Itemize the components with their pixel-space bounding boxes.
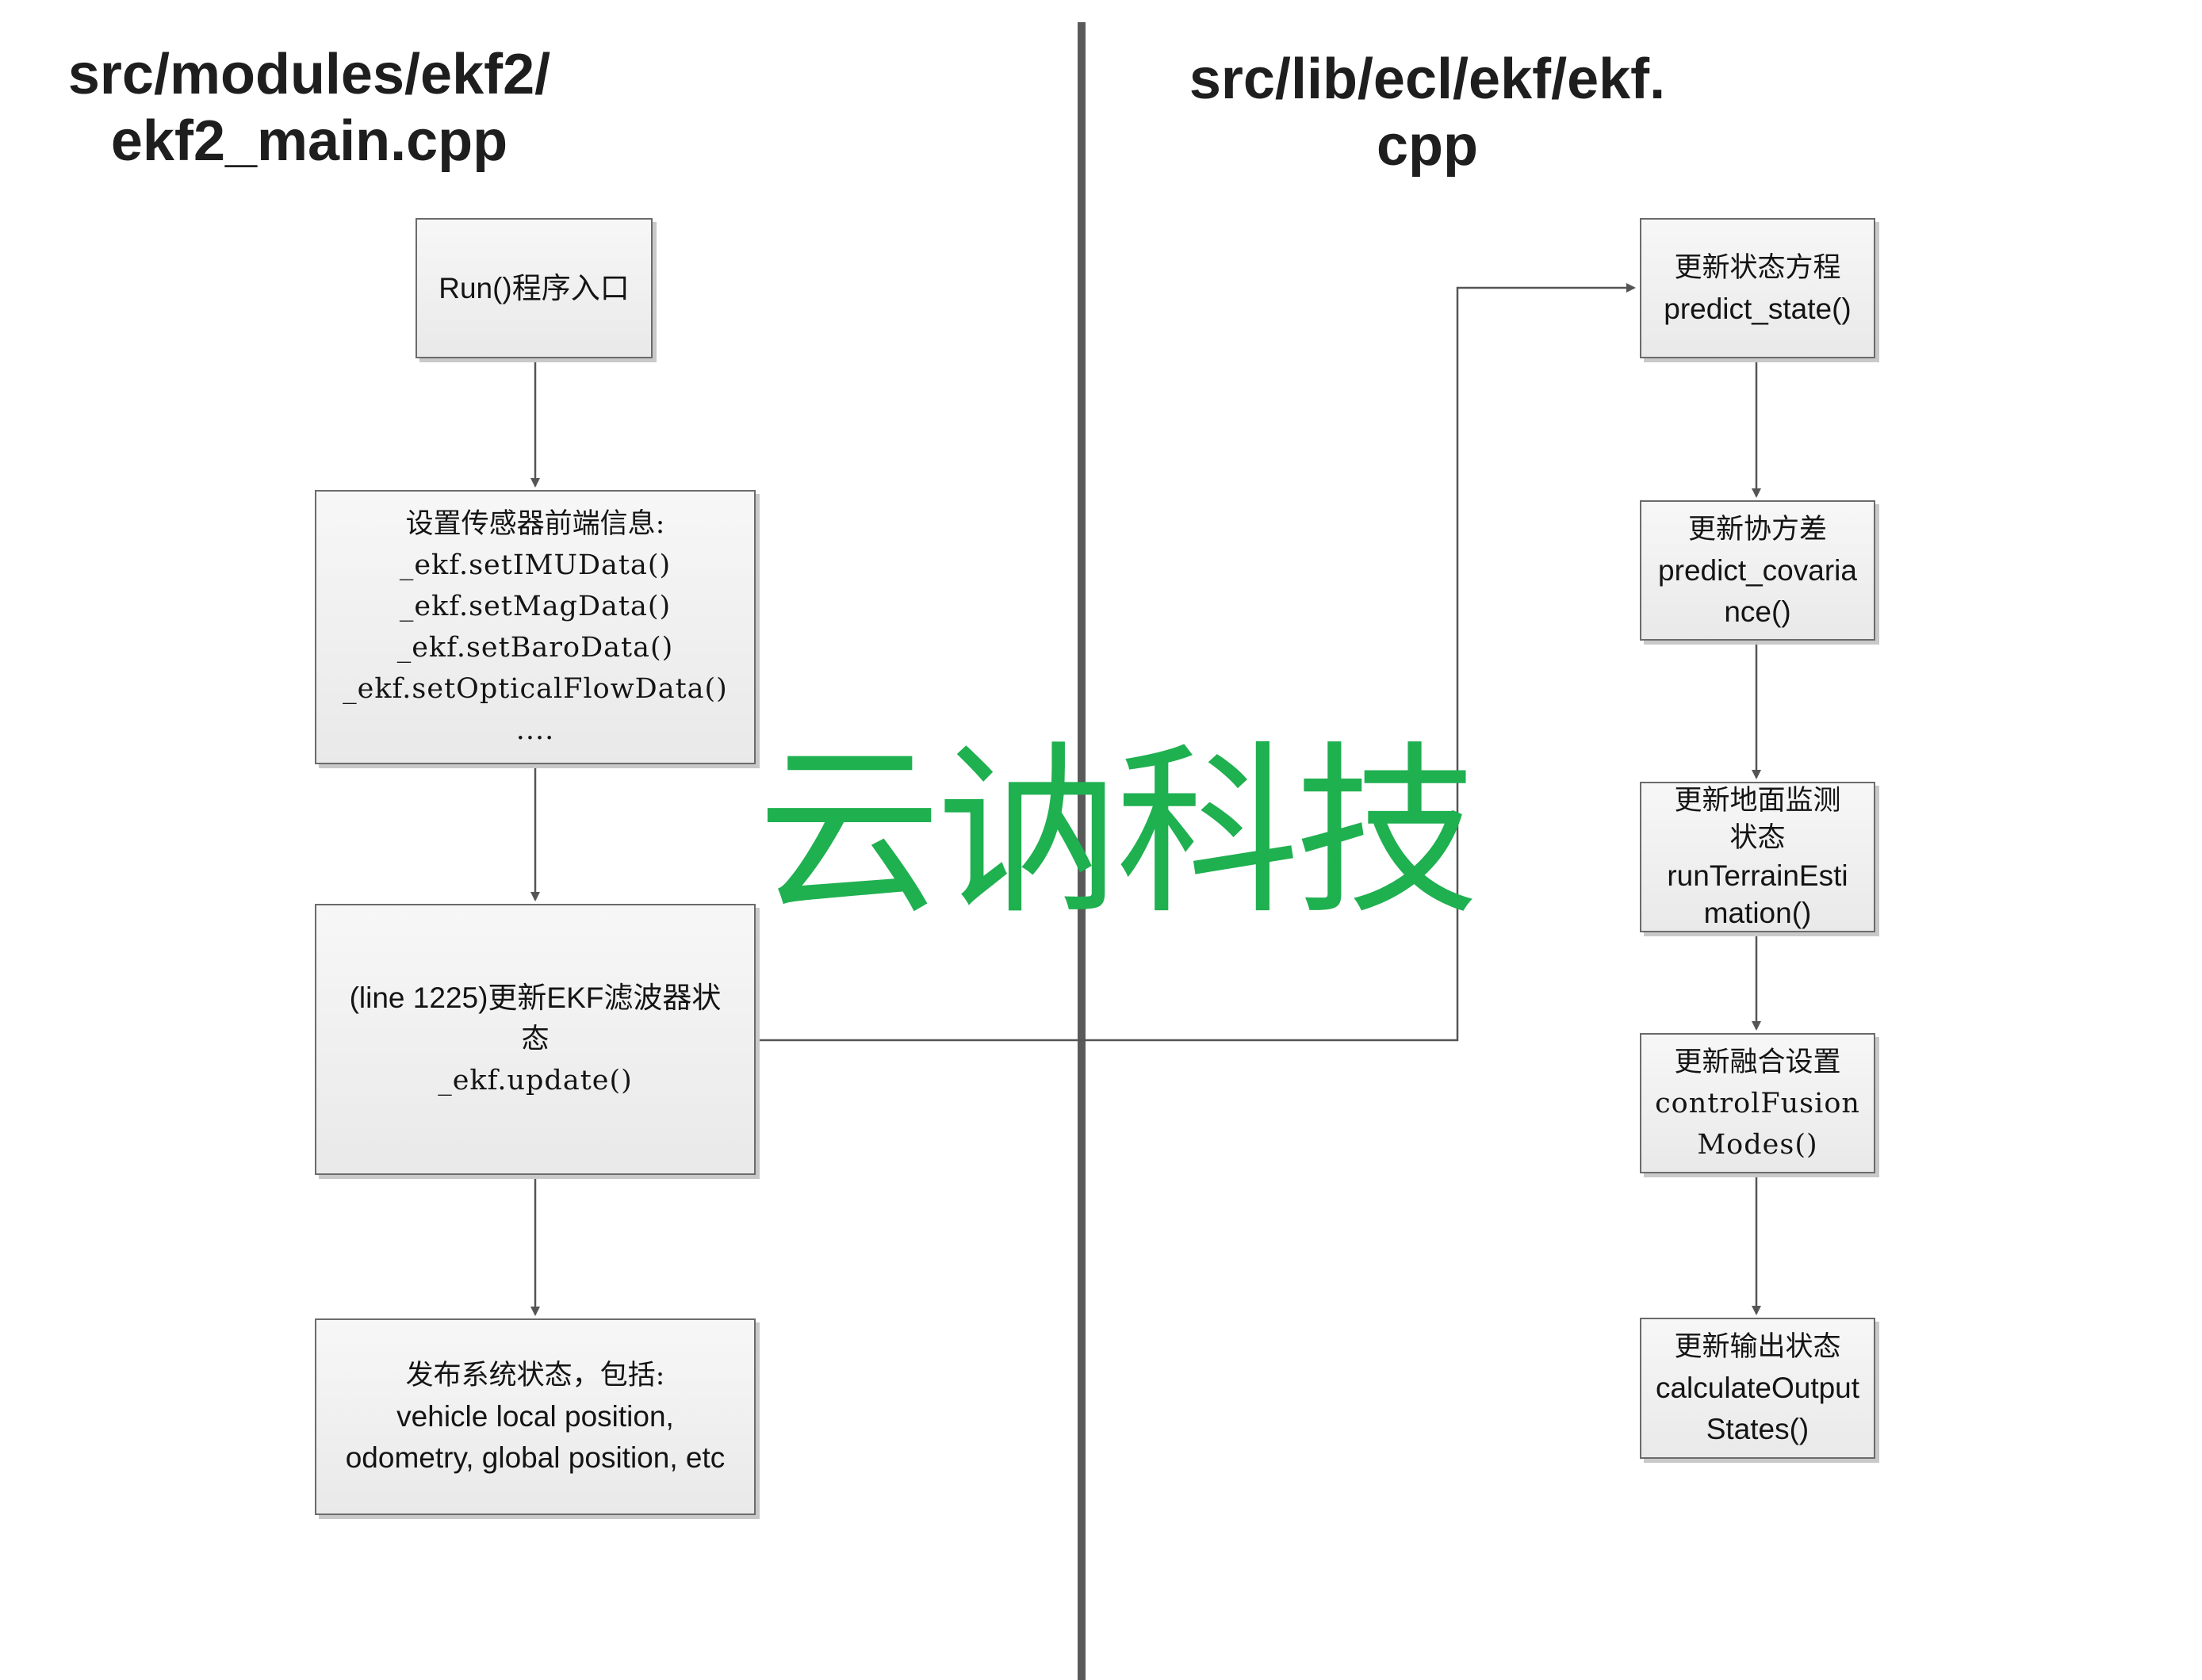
run-entry-label: Run()程序入口 (438, 271, 630, 304)
publish-heading: 发布系统状态，包括: (405, 1360, 665, 1391)
set-sensor-box: 设置传感器前端信息: _ekf.setIMUData() _ekf.setMag… (315, 490, 756, 764)
update-ekf-call: _ekf.update() (438, 1065, 633, 1096)
terrain-call-2: mation() (1703, 897, 1812, 929)
set-imu-call: _ekf.setIMUData() (399, 549, 672, 581)
terrain-estimation-box: 更新地面监测 状态 runTerrainEsti mation() (1640, 782, 1875, 932)
predict-covariance-call-2: nce() (1724, 595, 1791, 628)
publish-box: 发布系统状态，包括: vehicle local position, odome… (315, 1318, 756, 1515)
predict-state-box: 更新状态方程 predict_state() (1640, 218, 1875, 358)
terrain-call-1: runTerrainEsti (1667, 859, 1848, 892)
run-entry-box: Run()程序入口 (416, 218, 653, 358)
update-ekf-box: (line 1225)更新EKF滤波器状 态 _ekf.update() (315, 904, 756, 1175)
terrain-heading-2: 状态 (1729, 822, 1786, 854)
set-baro-call: _ekf.setBaroData() (396, 632, 674, 664)
output-states-call-1: calculateOutput (1655, 1372, 1860, 1404)
set-sensor-ellipsis: .... (515, 714, 555, 746)
fusion-modes-call-2: Modes() (1697, 1128, 1818, 1161)
left-title-line-2: ekf2_main.cpp (110, 109, 508, 173)
left-title: src/modules/ekf2/ ekf2_main.cpp (48, 41, 571, 174)
update-ekf-line-2: 态 (521, 1024, 550, 1055)
set-sensor-heading: 设置传感器前端信息: (405, 508, 665, 540)
set-mag-call: _ekf.setMagData() (399, 591, 672, 622)
predict-covariance-box: 更新协方差 predict_covaria nce() (1640, 500, 1875, 641)
fusion-modes-heading: 更新融合设置 (1674, 1046, 1841, 1078)
terrain-heading-1: 更新地面监测 (1674, 785, 1841, 817)
publish-line-3: odometry, global position, etc (345, 1441, 726, 1474)
output-states-heading: 更新输出状态 (1674, 1331, 1841, 1363)
update-ekf-line-1: (line 1225)更新EKF滤波器状 (349, 982, 722, 1014)
predict-covariance-call-1: predict_covaria (1658, 553, 1857, 587)
predict-covariance-heading: 更新协方差 (1687, 513, 1827, 545)
left-title-line-1: src/modules/ekf2/ (67, 43, 551, 106)
calculate-output-states-box: 更新输出状态 calculateOutput States() (1640, 1318, 1875, 1459)
set-optical-flow-call: _ekf.setOpticalFlowData() (343, 673, 728, 705)
arrow-update-to-predict-state (755, 283, 1636, 1042)
control-fusion-modes-box: 更新融合设置 controlFusion Modes() (1640, 1033, 1875, 1173)
right-title-line-2: cpp (1376, 114, 1478, 178)
output-states-call-2: States() (1706, 1413, 1809, 1445)
predict-state-heading: 更新状态方程 (1674, 251, 1841, 284)
publish-line-2: vehicle local position, (396, 1400, 674, 1433)
right-title: src/lib/ecl/ekf/ekf. cpp (1142, 46, 1713, 179)
fusion-modes-call-1: controlFusion (1655, 1087, 1860, 1119)
right-title-line-1: src/lib/ecl/ekf/ekf. (1189, 48, 1666, 111)
predict-state-call: predict_state() (1664, 292, 1852, 325)
